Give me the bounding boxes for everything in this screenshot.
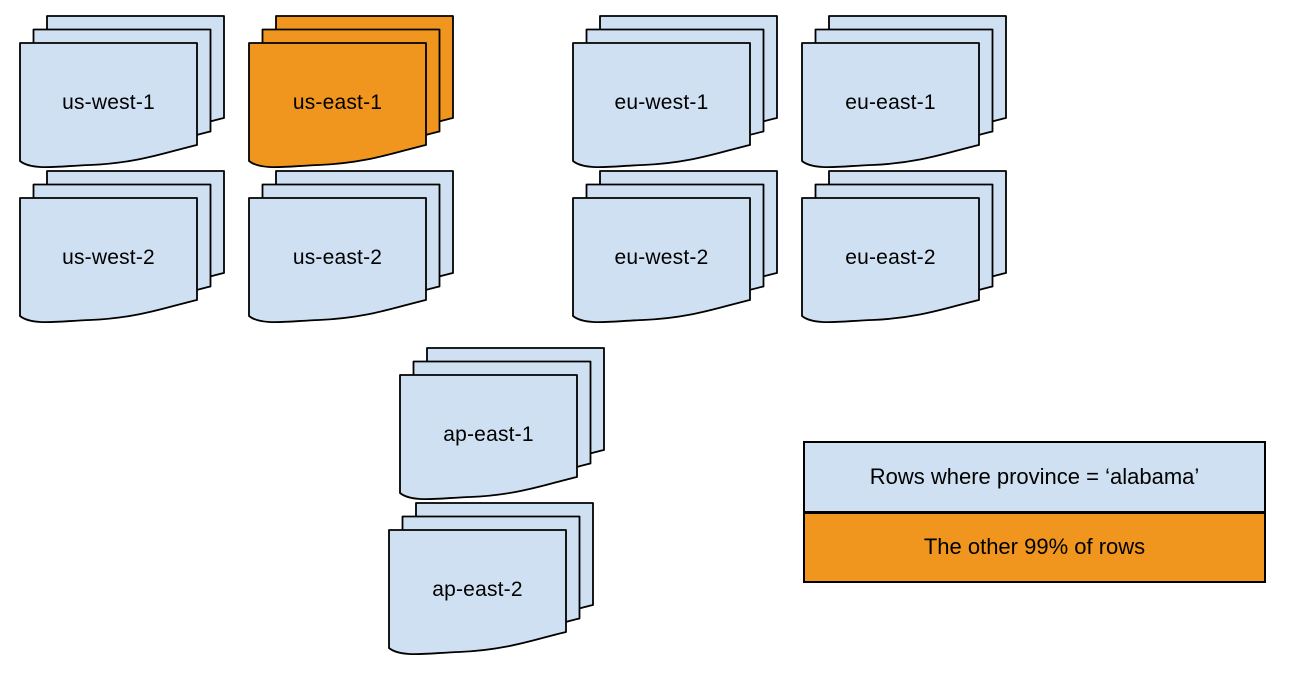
region-stack-us-west-2: us-west-2 [19, 170, 226, 333]
document-page-shape [19, 197, 198, 324]
region-label: us-east-2 [292, 246, 383, 269]
document-stack-icon [388, 502, 594, 656]
region-stack-ap-east-1: ap-east-1 [399, 347, 606, 510]
region-stack-us-east-1: us-east-1 [248, 15, 455, 178]
region-stack-us-west-1: us-west-1 [19, 15, 226, 178]
legend-item-label: The other 99% of rows [923, 534, 1146, 560]
document-page-shape [19, 42, 198, 169]
document-page-shape [388, 529, 567, 656]
document-stack-icon [801, 170, 1007, 324]
document-stack-icon [572, 15, 778, 169]
region-label: eu-east-2 [845, 246, 936, 269]
region-stack-eu-east-2: eu-east-2 [801, 170, 1008, 333]
document-page-shape [572, 42, 751, 169]
region-stack-eu-east-1: eu-east-1 [801, 15, 1008, 178]
legend-item-other-rows: The other 99% of rows [805, 513, 1264, 581]
region-label: eu-west-2 [614, 246, 709, 269]
document-stack-icon [19, 15, 225, 169]
legend-item-label: Rows where province = ‘alabama’ [869, 463, 1200, 489]
legend-item-alabama-rows: Rows where province = ‘alabama’ [805, 443, 1264, 514]
region-label: ap-east-1 [443, 423, 534, 446]
region-stack-ap-east-2: ap-east-2 [388, 502, 595, 665]
document-page-shape [248, 42, 427, 169]
legend: Rows where province = ‘alabama’ The other… [803, 441, 1266, 583]
region-stack-eu-west-1: eu-west-1 [572, 15, 779, 178]
region-label: eu-west-1 [614, 91, 709, 114]
document-page-shape [248, 197, 427, 324]
document-stack-icon [248, 170, 454, 324]
region-stack-us-east-2: us-east-2 [248, 170, 455, 333]
region-label: us-west-1 [62, 91, 155, 114]
region-stack-eu-west-2: eu-west-2 [572, 170, 779, 333]
document-stack-icon [19, 170, 225, 324]
document-page-shape [801, 197, 980, 324]
region-label: eu-east-1 [845, 91, 936, 114]
region-label: us-west-2 [62, 246, 155, 269]
document-page-shape [572, 197, 751, 324]
document-stack-icon [399, 347, 605, 501]
document-page-shape [801, 42, 980, 169]
document-page-shape [399, 374, 578, 501]
document-stack-icon [248, 15, 454, 169]
region-label: ap-east-2 [432, 578, 523, 601]
document-stack-icon [801, 15, 1007, 169]
document-stack-icon [572, 170, 778, 324]
region-label: us-east-1 [292, 91, 383, 114]
